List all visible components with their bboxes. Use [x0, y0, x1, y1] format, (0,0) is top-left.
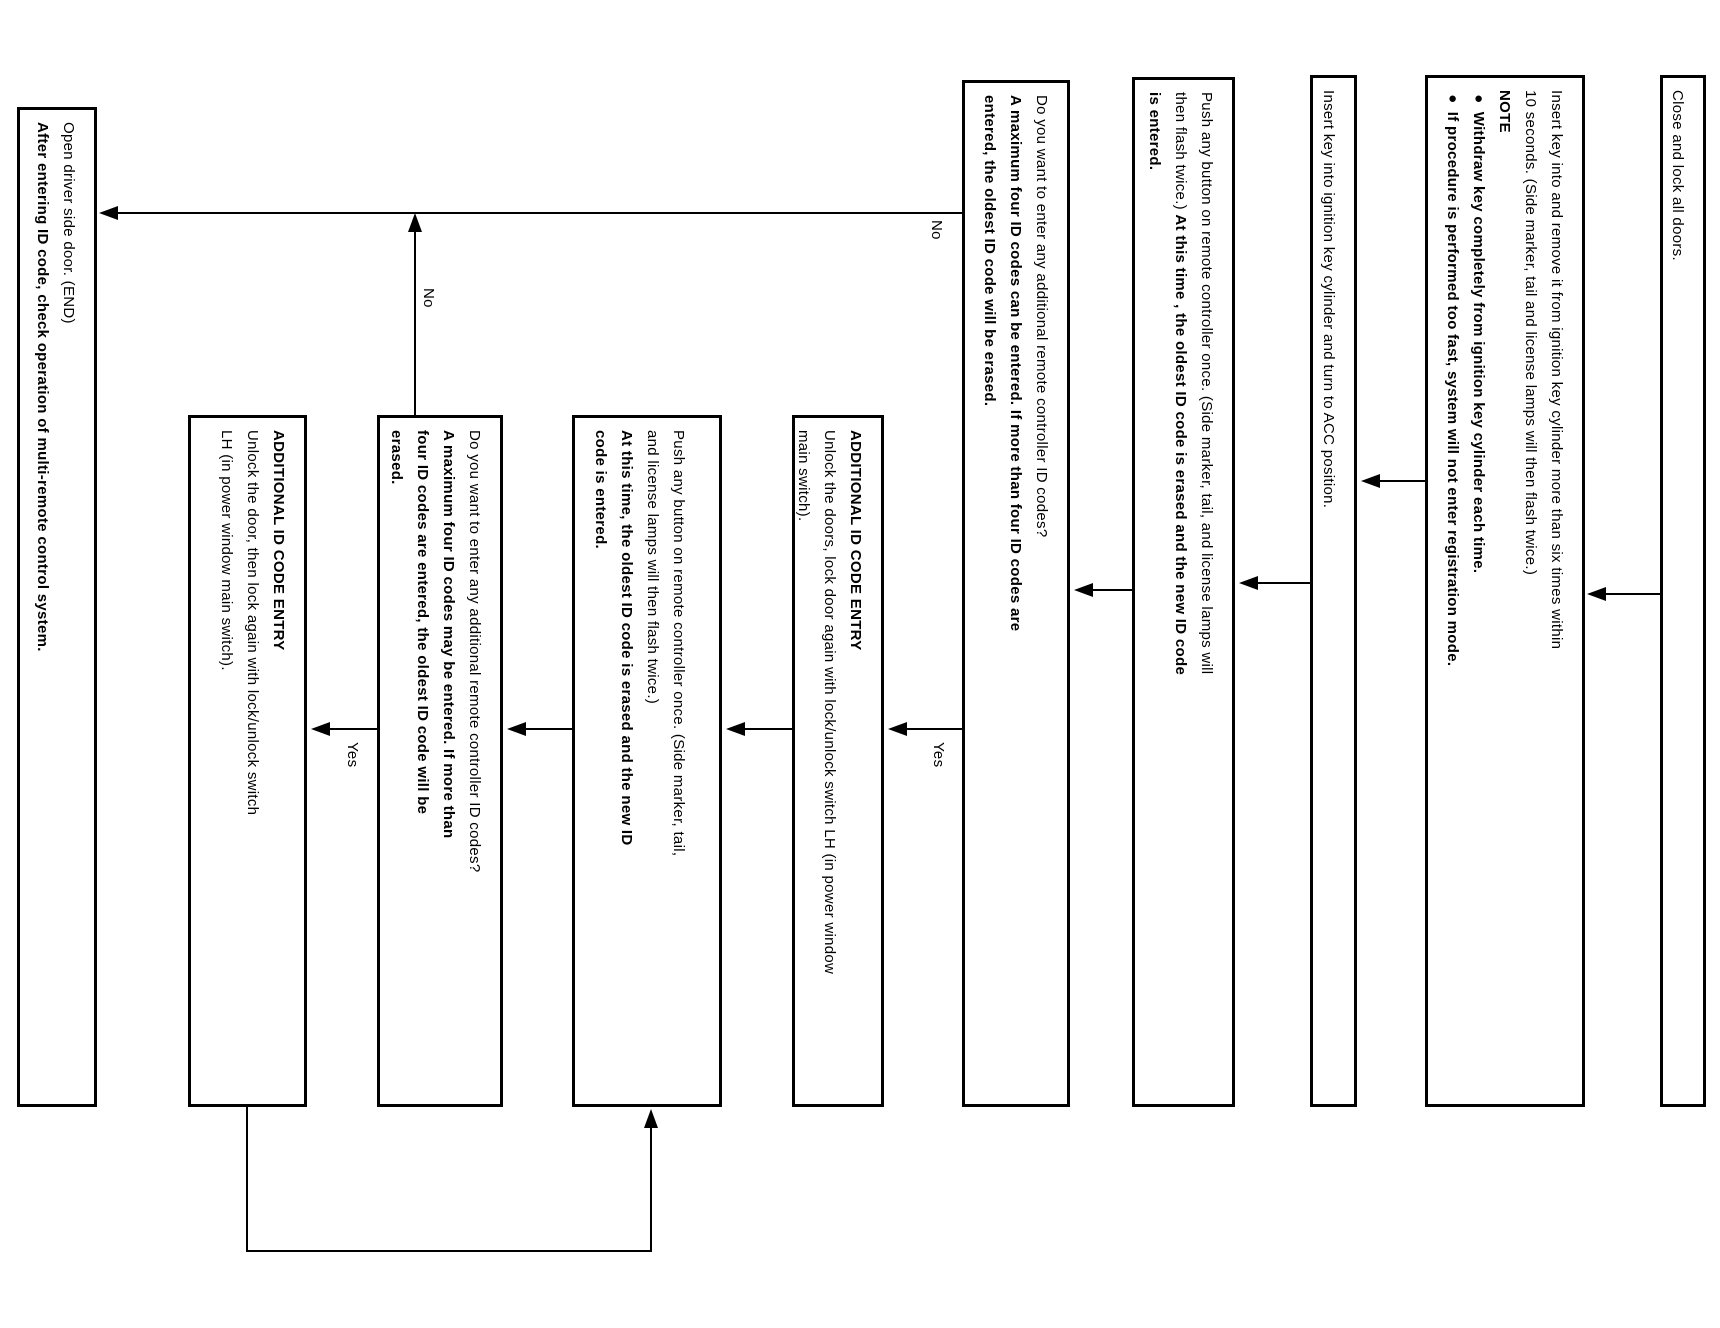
label-yes-decision2: Yes: [344, 742, 361, 768]
arrowhead-left-icon: [1361, 474, 1380, 488]
flow-decision-additional-codes-2: Do you want to enter any additional remo…: [377, 415, 503, 1107]
arrowhead-left-icon: [1074, 583, 1093, 597]
step-text: Insert key into and remove it from ignit…: [1548, 90, 1565, 650]
label-yes-decision1: Yes: [930, 742, 947, 768]
flow-step-open-door-end: Open driver side door. (END) After enter…: [17, 107, 97, 1107]
arrowhead-left-icon: [726, 722, 745, 736]
step-text: Push any button on remote controller onc…: [1198, 92, 1215, 675]
arrow-entry1-to-push2: [743, 728, 792, 730]
decision-note: erased.: [388, 430, 405, 485]
arrow-yes-decision1: [905, 728, 962, 730]
flow-step-additional-id-entry-1: ADDITIONAL ID CODE ENTRY Unlock the door…: [792, 415, 884, 1107]
arrowhead-left-icon: [1587, 587, 1606, 601]
step-text: Unlock the doors, lock door again with l…: [821, 430, 838, 975]
step-text: then flash twice.): [1172, 92, 1189, 215]
step-text: Push any button on remote controller onc…: [670, 430, 687, 857]
step-heading: ADDITIONAL ID CODE ENTRY: [847, 430, 864, 651]
arrowhead-left-icon: [1239, 576, 1258, 590]
label-no-decision1: No: [928, 220, 945, 240]
arrow-push1-to-decision1: [1091, 589, 1132, 591]
note-bullet: ● If procedure is performed too fast, sy…: [1444, 90, 1461, 667]
step-text: Unlock the door, then lock again with lo…: [244, 430, 261, 816]
decision-note: A maximum four ID codes may be entered. …: [440, 430, 457, 839]
arrowhead-left-icon: [99, 206, 118, 220]
step-text-emphasis: At this time , the oldest ID code is era…: [1172, 214, 1189, 676]
decision-note: four ID codes are entered, the oldest ID…: [414, 430, 431, 815]
step-text: 10 seconds. (Side marker, tail and licen…: [1522, 90, 1539, 576]
step-text-emphasis: At this time, the oldest ID code is eras…: [618, 430, 635, 846]
arrow-yes-decision2: [328, 728, 377, 730]
loop-line-up: [650, 1126, 652, 1252]
loop-line-down: [246, 1107, 248, 1252]
step-text: LH (in power window main switch).: [218, 430, 235, 671]
step-text: Insert key into ignition key cylinder an…: [1320, 90, 1337, 509]
decision-question: Do you want to enter any additional remo…: [466, 430, 483, 873]
arrow-no-line-to-end: [116, 212, 962, 214]
arrow-insertremove-to-acc: [1378, 480, 1425, 482]
arrow-push2-to-decision2: [524, 728, 572, 730]
arrow-close-to-insertremove: [1604, 593, 1660, 595]
arrow-acc-to-push1: [1256, 582, 1310, 584]
flow-step-push-button-2: Push any button on remote controller onc…: [572, 415, 722, 1107]
flow-step-insert-remove-key: Insert key into and remove it from ignit…: [1425, 75, 1585, 1107]
step-text: and license lamps will then flash twice.…: [644, 430, 661, 705]
arrowhead-up-icon: [644, 1109, 658, 1128]
flow-step-additional-id-entry-2: ADDITIONAL ID CODE ENTRY Unlock the door…: [188, 415, 307, 1107]
step-text-emphasis: is entered.: [1146, 92, 1163, 171]
arrowhead-left-icon: [888, 722, 907, 736]
label-no-decision2: No: [420, 288, 437, 308]
loop-line-across: [246, 1250, 652, 1252]
decision-note: A maximum four ID codes can be entered. …: [1007, 95, 1024, 632]
step-text: Close and lock all doors.: [1669, 90, 1686, 261]
step-text-emphasis: After entering ID code, check operation …: [34, 122, 51, 652]
step-text-emphasis: code is entered.: [592, 430, 609, 550]
flow-step-push-button-1: Push any button on remote controller onc…: [1132, 77, 1235, 1107]
decision-question: Do you want to enter any additional remo…: [1033, 95, 1050, 538]
step-text: main switch).: [795, 430, 812, 522]
note-heading: NOTE: [1496, 90, 1513, 133]
arrow-no-branch-decision2: [414, 230, 416, 415]
flow-decision-additional-codes-1: Do you want to enter any additional remo…: [962, 80, 1070, 1107]
decision-note: entered, the oldest ID code will be eras…: [981, 95, 998, 407]
arrowhead-left-icon: [507, 722, 526, 736]
note-bullet: ● Withdraw key completely from ignition …: [1470, 90, 1487, 574]
flow-step-close-and-lock-doors: Close and lock all doors.: [1660, 75, 1706, 1107]
arrowhead-up-icon: [408, 213, 422, 232]
step-text: Open driver side door. (END): [60, 122, 77, 324]
step-heading: ADDITIONAL ID CODE ENTRY: [270, 430, 287, 651]
arrowhead-left-icon: [311, 722, 330, 736]
flow-step-insert-key-acc: Insert key into ignition key cylinder an…: [1310, 75, 1357, 1107]
